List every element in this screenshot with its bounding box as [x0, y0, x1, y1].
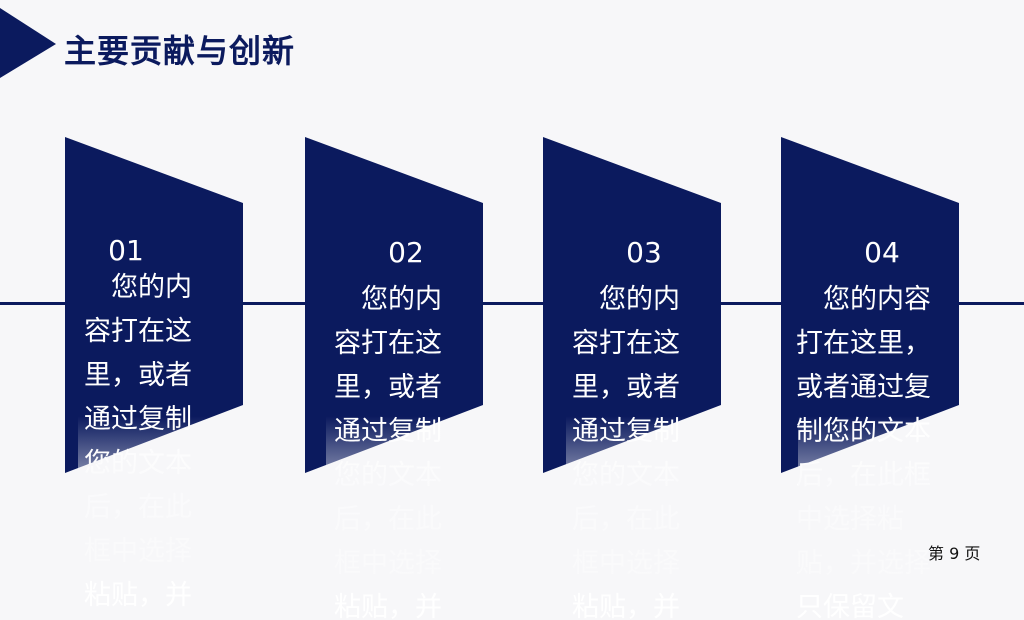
page-title: 主要贡献与创新: [64, 32, 296, 70]
card-text-1: 您的内容打在这里，或者通过复制您的文本后，在此框中选择粘贴，并选择只保留文字。: [84, 272, 192, 608]
card-number-4: 04: [864, 236, 900, 269]
card-number-2: 02: [388, 236, 424, 269]
card-number-3: 03: [626, 236, 662, 269]
card-number-1: 01: [108, 234, 144, 267]
corner-triangle-decoration: [0, 8, 56, 78]
card-shape-1: [65, 137, 243, 473]
card-shape-3: [543, 137, 721, 473]
card-shape-2: [305, 137, 483, 473]
card-text-2: 您的内容打在这里，或者通过复制您的文本后，在此框中选择粘贴，并选择只保留文字。: [334, 284, 442, 620]
timeline-line: [0, 302, 1024, 305]
card-text-3: 您的内容打在这里，或者通过复制您的文本后，在此框中选择粘贴，并选择只保留文字。: [572, 284, 680, 620]
card-text-4: 您的内容打在这里，或者通过复制您的文本后，在此框中选择粘贴，并选择只保留文字。: [796, 284, 931, 620]
card-shape-4: [781, 137, 959, 473]
page-number: 第 9 页: [928, 544, 981, 563]
